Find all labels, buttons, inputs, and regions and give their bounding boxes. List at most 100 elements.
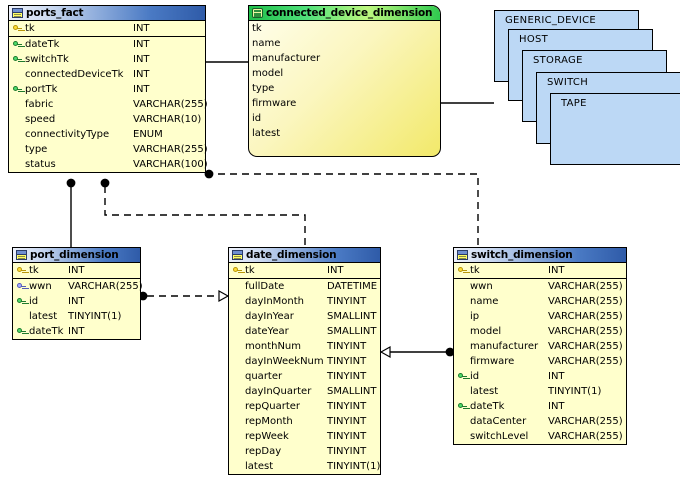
column-row[interactable]: quarter TINYINT xyxy=(229,369,380,384)
column-row[interactable]: type VARCHAR(255) xyxy=(9,142,208,157)
column-row[interactable]: connectivityType ENUM xyxy=(9,127,205,142)
column-type: TINYINT(1) xyxy=(548,386,602,397)
column-row[interactable]: model VARCHAR(255) xyxy=(454,324,626,339)
column-row[interactable]: latest TINYINT(1) xyxy=(229,459,380,474)
column-name: latest xyxy=(252,128,281,139)
column-row[interactable]: firmware xyxy=(249,96,440,111)
foreign-key-icon xyxy=(15,282,28,291)
column-row[interactable]: monthNum TINYINT xyxy=(229,339,380,354)
column-row[interactable]: repWeek TINYINT xyxy=(229,429,380,444)
column-row[interactable]: repMonth TINYINT xyxy=(229,414,380,429)
column-row[interactable]: portTk INT xyxy=(9,82,205,97)
column-name: repDay xyxy=(245,446,282,457)
link-port_dimension-date_dimension[interactable] xyxy=(138,289,230,303)
column-row[interactable]: tk INT xyxy=(9,21,205,36)
link-ports_fact-date_dimension[interactable] xyxy=(100,178,306,247)
entity-header[interactable]: connected_device_dimension xyxy=(249,6,440,21)
column-type: TINYINT xyxy=(327,296,367,307)
enum-card-tape[interactable]: TAPE xyxy=(550,93,680,165)
column-type: VARCHAR(255) xyxy=(548,341,623,352)
column-row[interactable]: dayInMonth TINYINT xyxy=(229,294,380,309)
column-type: VARCHAR(255) xyxy=(68,281,143,292)
column-row[interactable]: dayInWeekNum TINYINT xyxy=(229,354,380,369)
column-row[interactable]: fullDate DATETIME xyxy=(229,279,380,294)
column-row[interactable]: dateYear SMALLINT xyxy=(229,324,380,339)
entity-header[interactable]: date_dimension xyxy=(229,248,380,263)
column-name: tk xyxy=(29,265,39,276)
column-row[interactable]: status VARCHAR(100) xyxy=(9,157,208,172)
column-type: VARCHAR(255) xyxy=(548,431,623,442)
column-type: INT xyxy=(327,265,344,276)
column-row[interactable]: tk xyxy=(249,21,440,36)
column-row[interactable]: id xyxy=(249,111,440,126)
entity-port_dimension[interactable]: port_dimension tk INT wwn VARCHAR(255) i… xyxy=(12,247,143,340)
link-date_dimension-switch_dimension[interactable] xyxy=(379,345,455,359)
column-row[interactable]: latest TINYINT(1) xyxy=(13,309,140,324)
entity-title: ports_fact xyxy=(26,7,84,19)
table-icon xyxy=(457,250,468,260)
entity-header[interactable]: switch_dimension xyxy=(454,248,626,263)
column-row[interactable]: speed VARCHAR(10) xyxy=(9,112,205,127)
column-name: id xyxy=(29,296,39,307)
entity-ports_fact[interactable]: ports_fact tk INT dateTk INT switchTk IN… xyxy=(8,5,208,173)
column-row[interactable]: type xyxy=(249,81,440,96)
column-name: monthNum xyxy=(245,341,302,352)
column-row[interactable]: name VARCHAR(255) xyxy=(454,294,626,309)
column-name: quarter xyxy=(245,371,283,382)
column-row[interactable]: switchLevel VARCHAR(255) xyxy=(454,429,626,444)
column-row[interactable]: tk INT xyxy=(229,263,380,278)
column-type: SMALLINT xyxy=(327,326,377,337)
column-name: dateTk xyxy=(470,401,505,412)
foreign-key-icon xyxy=(11,55,24,64)
column-row[interactable]: repDay TINYINT xyxy=(229,444,380,459)
entity-header[interactable]: ports_fact xyxy=(9,6,205,21)
enum-card-label: STORAGE xyxy=(533,55,583,66)
column-row[interactable]: wwn VARCHAR(255) xyxy=(13,279,143,294)
column-row[interactable]: manufacturer VARCHAR(255) xyxy=(454,339,626,354)
column-row[interactable]: dateTk INT xyxy=(13,324,140,339)
column-name: firmware xyxy=(470,356,515,367)
column-row[interactable]: tk INT xyxy=(13,263,140,278)
column-name: repMonth xyxy=(245,416,293,427)
column-row[interactable]: firmware VARCHAR(255) xyxy=(454,354,626,369)
link-ports_fact-switch_dimension[interactable] xyxy=(204,169,479,247)
entity-title: date_dimension xyxy=(246,249,337,261)
column-row[interactable]: dayInQuarter SMALLINT xyxy=(229,384,380,399)
entity-header[interactable]: port_dimension xyxy=(13,248,140,263)
column-row[interactable]: id INT xyxy=(454,369,626,384)
column-name: dayInYear xyxy=(245,311,294,322)
column-type: VARCHAR(255) xyxy=(548,356,623,367)
column-row[interactable]: latest TINYINT(1) xyxy=(454,384,626,399)
column-type: INT xyxy=(68,265,85,276)
column-row[interactable]: id INT xyxy=(13,294,140,309)
column-row[interactable]: manufacturer xyxy=(249,51,440,66)
column-row[interactable]: dayInYear SMALLINT xyxy=(229,309,380,324)
column-type: INT xyxy=(133,84,150,95)
column-row[interactable]: model xyxy=(249,66,440,81)
column-row[interactable]: name xyxy=(249,36,440,51)
entity-date_dimension[interactable]: date_dimension tk INT fullDate DATETIME … xyxy=(228,247,381,475)
column-name: manufacturer xyxy=(252,53,321,64)
column-row[interactable]: repQuarter TINYINT xyxy=(229,399,380,414)
column-row[interactable]: dateTk INT xyxy=(9,37,205,52)
enum-card-label: HOST xyxy=(519,34,549,45)
column-row[interactable]: ip VARCHAR(255) xyxy=(454,309,626,324)
column-type: INT xyxy=(548,401,565,412)
column-row[interactable]: wwn VARCHAR(255) xyxy=(454,279,626,294)
primary-key-block: tk INT xyxy=(229,263,380,279)
column-name: dataCenter xyxy=(470,416,527,427)
link-ports_fact-port_dimension[interactable] xyxy=(66,178,76,247)
column-name: fullDate xyxy=(245,281,285,292)
column-row[interactable]: tk INT xyxy=(454,263,626,278)
column-row[interactable]: fabric VARCHAR(255) xyxy=(9,97,208,112)
column-row[interactable]: dataCenter VARCHAR(255) xyxy=(454,414,626,429)
column-row[interactable]: switchTk INT xyxy=(9,52,205,67)
column-type: TINYINT xyxy=(327,341,367,352)
entity-title: port_dimension xyxy=(30,249,119,261)
entity-connected_device_dimension[interactable]: connected_device_dimension tk name manuf… xyxy=(248,5,441,157)
column-row[interactable]: latest xyxy=(249,126,440,141)
column-row[interactable]: connectedDeviceTk INT xyxy=(9,67,205,82)
column-row[interactable]: dateTk INT xyxy=(454,399,626,414)
entity-switch_dimension[interactable]: switch_dimension tk INT wwn VARCHAR(255)… xyxy=(453,247,627,445)
